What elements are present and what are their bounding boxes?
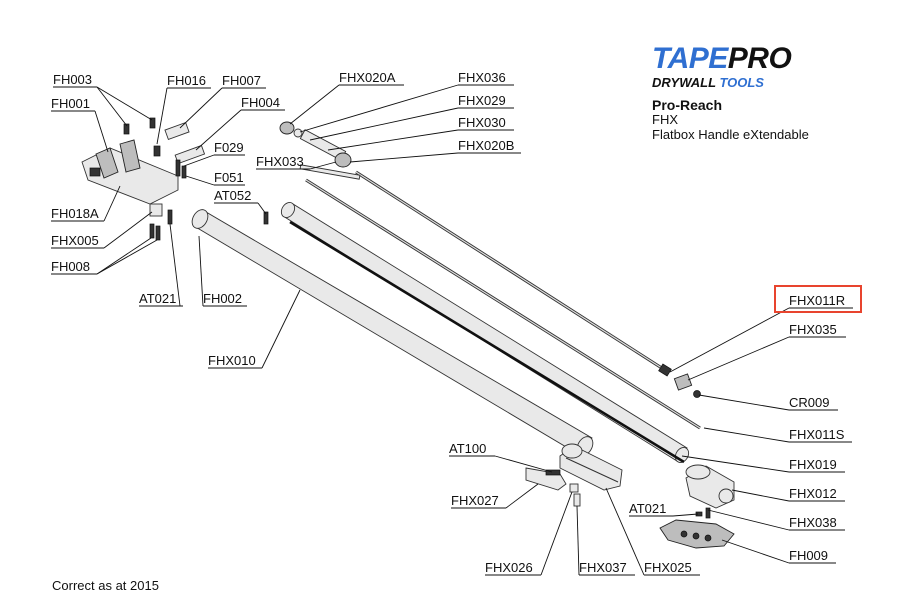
label-fhx010: FHX010 bbox=[208, 353, 256, 368]
label-fh008: FH008 bbox=[51, 259, 90, 274]
label-fhx038: FHX038 bbox=[789, 515, 837, 530]
label-fhx035: FHX035 bbox=[789, 322, 837, 337]
label-fhx027: FHX027 bbox=[451, 493, 499, 508]
highlight-box-fhx011r bbox=[774, 285, 862, 313]
label-fhx019: FHX019 bbox=[789, 457, 837, 472]
logo-tapepro: TAPEPRO bbox=[652, 42, 792, 76]
logo-drywall-tools: DRYWALL TOOLS bbox=[652, 75, 764, 90]
logo-pro-text: PRO bbox=[727, 42, 792, 75]
label-cr009: CR009 bbox=[789, 395, 829, 410]
top-hardware bbox=[279, 121, 361, 180]
label-at100: AT100 bbox=[449, 441, 486, 456]
fhx011r-rod bbox=[355, 170, 672, 377]
label-fh018a: FH018A bbox=[51, 206, 99, 221]
label-fhx020b: FHX020B bbox=[458, 138, 514, 153]
label-at021-grip: AT021 bbox=[629, 501, 666, 516]
product-description: Flatbox Handle eXtendable bbox=[652, 127, 809, 142]
fhx025-clamp bbox=[559, 443, 623, 491]
label-fhx029: FHX029 bbox=[458, 93, 506, 108]
label-f029: F029 bbox=[214, 140, 244, 155]
label-fhx012: FHX012 bbox=[789, 486, 837, 501]
logo-drywall-text: DRYWALL bbox=[652, 75, 716, 90]
fh009-grip bbox=[659, 507, 735, 549]
label-at052: AT052 bbox=[214, 188, 251, 203]
label-fhx026: FHX026 bbox=[485, 560, 533, 575]
right-end-hardware bbox=[673, 373, 701, 398]
logo-tools-text: TOOLS bbox=[719, 75, 764, 90]
label-fhx030: FHX030 bbox=[458, 115, 506, 130]
label-fhx011s: FHX011S bbox=[789, 427, 845, 442]
leader-lines bbox=[51, 84, 853, 576]
label-fhx036: FHX036 bbox=[458, 70, 506, 85]
label-fhx037: FHX037 bbox=[579, 560, 627, 575]
label-fh001: FH001 bbox=[51, 96, 90, 111]
footer-note: Correct as at 2015 bbox=[52, 578, 159, 593]
small-fasteners bbox=[123, 117, 269, 241]
label-fh004: FH004 bbox=[241, 95, 280, 110]
label-fhx011r: FHX011R bbox=[789, 293, 845, 308]
fhx027-lever bbox=[525, 467, 567, 491]
label-f051: F051 bbox=[214, 170, 244, 185]
label-fh003: FH003 bbox=[53, 72, 92, 87]
product-code: FHX bbox=[652, 112, 678, 127]
fh001-head-bracket bbox=[81, 139, 179, 205]
label-at021-head: AT021 bbox=[139, 291, 176, 306]
fhx010-tube bbox=[191, 209, 594, 456]
label-fhx033: FHX033 bbox=[256, 154, 304, 169]
label-fh007: FH007 bbox=[222, 73, 261, 88]
fhx026-fhx037-pins bbox=[569, 483, 581, 507]
logo-tape-text: TAPE bbox=[652, 42, 728, 75]
fhx012-collar bbox=[685, 464, 735, 509]
label-fhx020a: FHX020A bbox=[339, 70, 396, 85]
label-fh016: FH016 bbox=[167, 73, 206, 88]
label-fh002: FH002 bbox=[203, 291, 242, 306]
product-name: Pro-Reach bbox=[652, 97, 723, 113]
label-fhx025: FHX025 bbox=[644, 560, 692, 575]
label-fhx005: FHX005 bbox=[51, 233, 99, 248]
part-labels: FH003 FH016 FH007 FH001 FH004 F029 F051 … bbox=[51, 70, 845, 575]
fhx011s-rod bbox=[305, 178, 701, 430]
label-fh009: FH009 bbox=[789, 548, 828, 563]
fhx019-tube bbox=[280, 202, 690, 464]
